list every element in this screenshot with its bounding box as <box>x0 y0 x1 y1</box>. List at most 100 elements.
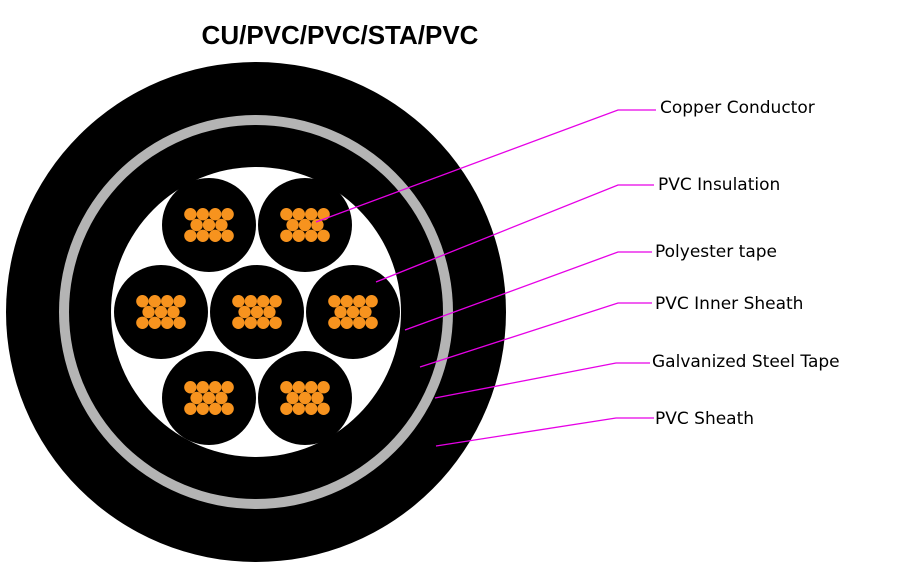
copper-strand <box>305 208 318 221</box>
copper-strand <box>209 208 222 221</box>
diagram-title: CU/PVC/PVC/STA/PVC <box>202 20 479 50</box>
conductor-core <box>162 351 256 445</box>
copper-strand <box>154 305 168 319</box>
copper-strand <box>280 402 293 415</box>
copper-strand <box>136 295 149 308</box>
copper-strand <box>305 381 318 394</box>
leader-line-polyester-tape <box>404 251 652 331</box>
copper-strand <box>292 381 305 394</box>
copper-strand <box>202 218 216 232</box>
copper-strand <box>196 402 209 415</box>
copper-strand <box>263 305 276 319</box>
label-copper-conductor: Copper Conductor <box>660 98 815 118</box>
copper-strand <box>148 295 161 308</box>
copper-strand <box>190 218 203 232</box>
copper-strand <box>209 402 222 415</box>
cable-cross-section <box>6 62 506 562</box>
copper-strand <box>221 381 234 394</box>
copper-strand <box>173 316 186 329</box>
copper-strand <box>136 316 149 329</box>
copper-strand <box>161 295 174 308</box>
copper-strand <box>221 402 234 415</box>
copper-strand <box>184 229 197 242</box>
copper-strand <box>286 218 299 232</box>
leader-line-pvc-sheath <box>435 417 654 447</box>
copper-strand <box>317 402 330 415</box>
label-pvc-sheath: PVC Sheath <box>655 409 754 429</box>
copper-strand <box>280 208 293 221</box>
copper-strand <box>269 295 282 308</box>
copper-strand <box>148 316 161 329</box>
copper-strand <box>196 208 209 221</box>
copper-strand <box>292 229 305 242</box>
copper-strand <box>286 391 299 405</box>
copper-strand <box>365 316 378 329</box>
label-galvanized-steel-tape: Galvanized Steel Tape <box>652 352 840 372</box>
copper-strand <box>311 391 324 405</box>
copper-strand <box>209 229 222 242</box>
copper-strand <box>196 229 209 242</box>
leader-line-pvc-inner-sheath <box>419 302 652 368</box>
copper-strand <box>232 295 245 308</box>
copper-strand <box>244 295 257 308</box>
conductor-core <box>114 265 208 359</box>
label-polyester-tape: Polyester tape <box>655 242 777 262</box>
label-pvc-insulation: PVC Insulation <box>658 175 780 195</box>
copper-strand <box>269 316 282 329</box>
copper-strand <box>184 381 197 394</box>
copper-strand <box>190 391 203 405</box>
conductor-core <box>210 265 304 359</box>
copper-strand <box>298 391 312 405</box>
copper-strand <box>184 402 197 415</box>
copper-strand <box>215 218 228 232</box>
copper-strand <box>232 316 245 329</box>
copper-strand <box>359 305 372 319</box>
copper-strand <box>184 208 197 221</box>
copper-strand <box>167 305 180 319</box>
copper-strand <box>353 295 366 308</box>
copper-strand <box>317 208 330 221</box>
copper-strand <box>173 295 186 308</box>
conductor-core <box>258 178 352 272</box>
copper-strand <box>328 316 341 329</box>
conductor-core <box>162 178 256 272</box>
copper-strand <box>196 381 209 394</box>
copper-strand <box>317 381 330 394</box>
copper-strand <box>244 316 257 329</box>
copper-strand <box>340 316 353 329</box>
copper-strand <box>311 218 324 232</box>
copper-strand <box>215 391 228 405</box>
leader-line-pvc-insulation <box>375 184 654 283</box>
copper-strand <box>238 305 251 319</box>
copper-strand <box>353 316 366 329</box>
copper-strand <box>161 316 174 329</box>
copper-strand <box>209 381 222 394</box>
copper-strand <box>292 402 305 415</box>
copper-strand <box>221 208 234 221</box>
copper-strand <box>280 381 293 394</box>
copper-strand <box>280 229 293 242</box>
leader-line-galvanized-steel-tape <box>434 362 650 399</box>
copper-strand <box>328 295 341 308</box>
copper-strand <box>221 229 234 242</box>
copper-strand <box>305 402 318 415</box>
copper-strand <box>346 305 360 319</box>
copper-strand <box>298 218 312 232</box>
conductor-cores <box>114 178 400 445</box>
copper-strand <box>202 391 216 405</box>
conductor-core <box>306 265 400 359</box>
layer-labels: Copper Conductor PVC Insulation Polyeste… <box>652 98 840 429</box>
leader-lines <box>315 109 656 447</box>
copper-strand <box>292 208 305 221</box>
copper-strand <box>365 295 378 308</box>
copper-strand <box>257 295 270 308</box>
leader-line-copper-conductor <box>315 109 656 223</box>
copper-strand <box>257 316 270 329</box>
copper-strand <box>334 305 347 319</box>
copper-strand <box>250 305 264 319</box>
copper-strand <box>305 229 318 242</box>
conductor-core <box>258 351 352 445</box>
label-pvc-inner-sheath: PVC Inner Sheath <box>655 294 803 314</box>
copper-strand <box>317 229 330 242</box>
